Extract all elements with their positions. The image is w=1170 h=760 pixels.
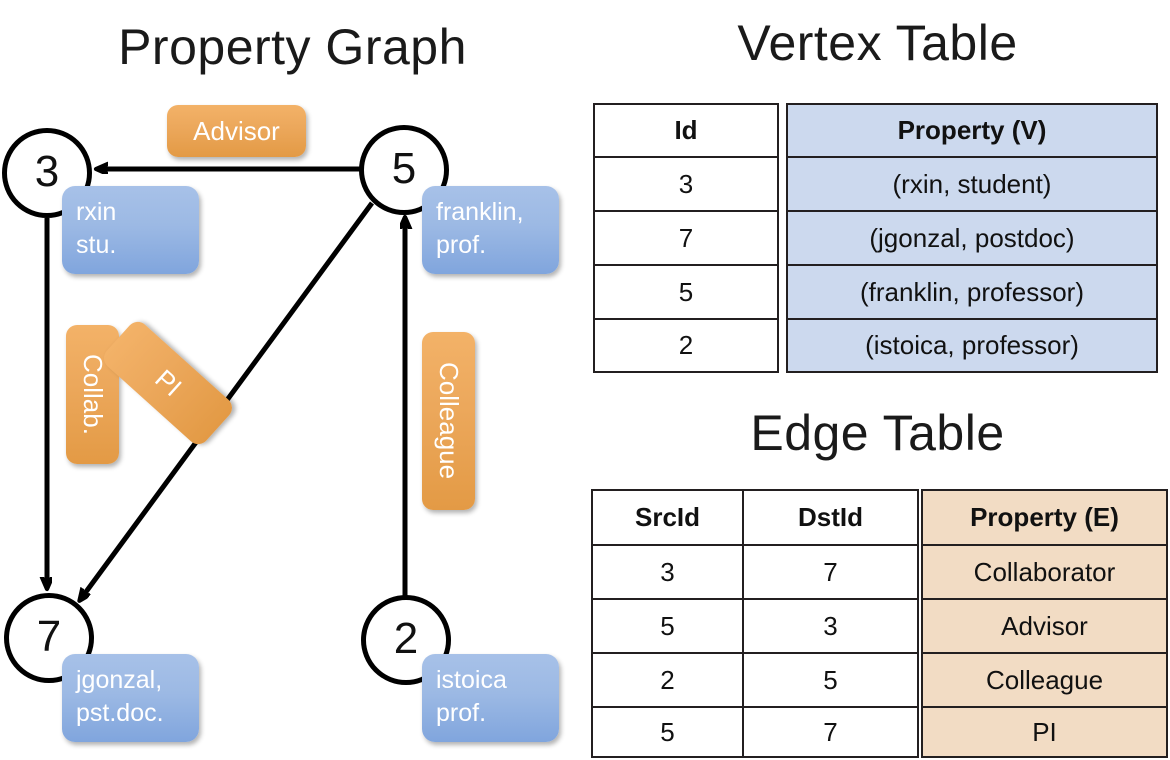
vertex-property-box-3-line2: stu.	[76, 231, 117, 259]
edge-table-srcid-column: SrcId 3 5 2 5	[593, 491, 745, 756]
edge-table-cell-property: Advisor	[923, 600, 1166, 654]
edge-table-property-column: Property (E) Collaborator Advisor Collea…	[921, 489, 1168, 758]
vertex-table-title: Vertex Table	[737, 15, 1018, 71]
edge-table-cell-srcid: 5	[660, 716, 675, 747]
graph-node-7-label: 7	[36, 612, 62, 661]
graph-node-5-label: 5	[391, 144, 417, 193]
edge-label-advisor-text: Advisor	[193, 115, 280, 146]
vertex-table-header-property: Property (V)	[788, 105, 1156, 158]
vertex-property-box-7: jgonzal, pst.doc.	[62, 654, 199, 742]
edge-table-header-srcid: SrcId	[593, 491, 743, 546]
vertex-property-box-5: franklin, prof.	[422, 186, 559, 274]
vertex-property-box-5-line1: franklin,	[436, 198, 524, 226]
vertex-table: Id 3 7 5 2 Property (V) (rxin, student) …	[593, 103, 1158, 373]
edge-table-cell-dstid: 7	[744, 546, 917, 600]
edge-label-collaborator-text: Collab.	[78, 354, 108, 435]
edge-table-cell-property: Collaborator	[923, 546, 1166, 600]
graph-node-2-label: 2	[393, 614, 419, 663]
vertex-table-cell-property: (jgonzal, postdoc)	[788, 212, 1156, 266]
edge-table-cell-srcid: 3	[593, 546, 743, 600]
edge-table-cell-property: PI	[923, 708, 1166, 756]
edge-table-cell-dstid: 5	[744, 654, 917, 708]
vertex-table-cell-id: 7	[595, 212, 777, 266]
vertex-property-box-2-line2: prof.	[436, 699, 487, 727]
graph-node-2[interactable]: 2	[361, 595, 451, 685]
vertex-table-cell-id: 2	[678, 330, 694, 360]
edge-table-title: Edge Table	[750, 405, 1005, 461]
vertex-table-cell-property: (franklin, professor)	[788, 266, 1156, 320]
edge-table-cell-property: Colleague	[923, 654, 1166, 708]
vertex-property-box-3-line1: rxin	[76, 198, 117, 226]
edge-label-advisor: Advisor	[167, 105, 306, 157]
vertex-property-box-2-line1: istoica	[436, 666, 507, 694]
edge-label-colleague: Colleague	[422, 332, 475, 510]
vertex-property-box-7-line2: pst.doc.	[76, 699, 164, 727]
edge-table: SrcId 3 5 2 5 DstId 7 3 5 7 Property (E)…	[591, 489, 1168, 758]
edge-table-header-property: Property (E)	[923, 491, 1166, 546]
vertex-property-box-2: istoica prof.	[422, 654, 559, 742]
property-graph-title: Property Graph	[118, 19, 467, 75]
vertex-table-property-column: Property (V) (rxin, student) (jgonzal, p…	[786, 103, 1158, 373]
vertex-table-cell-id: 3	[595, 158, 777, 212]
graph-node-3-label: 3	[34, 147, 60, 196]
edge-label-collaborator: Collab.	[66, 325, 119, 464]
edge-label-pi-text: PI	[149, 363, 188, 402]
edge-table-id-columns: SrcId 3 5 2 5 DstId 7 3 5 7	[591, 489, 919, 758]
vertex-property-box-7-line1: jgonzal,	[76, 666, 163, 694]
edge-table-cell-srcid: 2	[593, 654, 743, 708]
vertex-table-header-id: Id	[595, 105, 777, 158]
vertex-table-id-column: Id 3 7 5 2	[593, 103, 779, 373]
property-graph-diagram: 3 5 7 2 rxin stu. franklin, prof. jgonza…	[2, 105, 559, 742]
vertex-table-cell-property: (rxin, student)	[788, 158, 1156, 212]
vertex-table-cell-property: (istoica, professor)	[788, 320, 1156, 371]
edge-label-colleague-text: Colleague	[434, 362, 464, 480]
vertex-property-box-5-line2: prof.	[436, 231, 487, 259]
edge-table-cell-srcid: 5	[593, 600, 743, 654]
edge-table-header-dstid: DstId	[744, 491, 917, 546]
vertex-property-box-3: rxin stu.	[62, 186, 199, 274]
edge-table-cell-dstid: 3	[744, 600, 917, 654]
vertex-table-cell-id: 5	[595, 266, 777, 320]
edge-table-cell-dstid: 7	[823, 716, 838, 747]
edge-table-dstid-column: DstId 7 3 5 7	[744, 491, 917, 756]
graph-node-5[interactable]: 5	[359, 125, 449, 215]
